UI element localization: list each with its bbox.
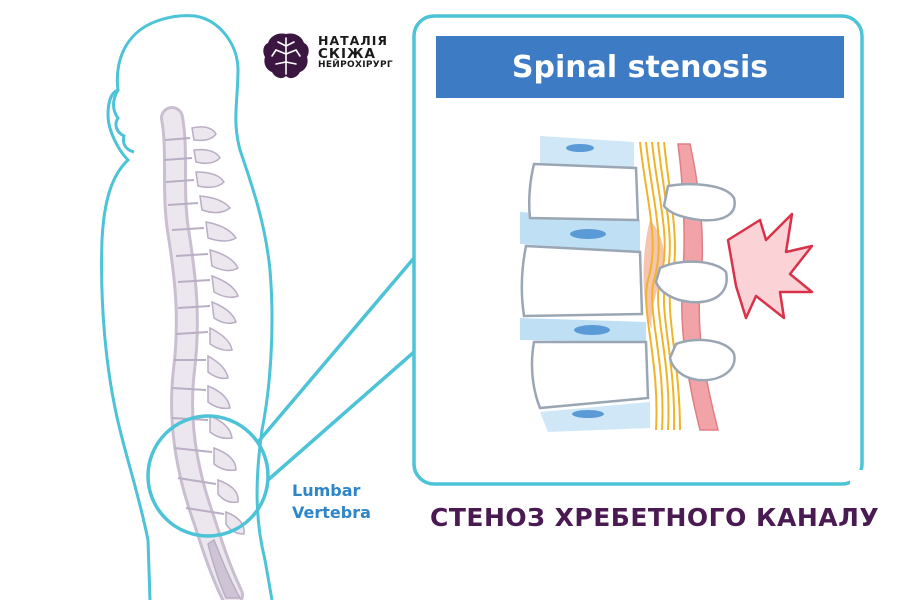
lumbar-label-line1: Lumbar (292, 481, 361, 500)
zoom-connector-top (256, 256, 416, 444)
zoom-connector-bottom (266, 350, 416, 482)
brain-icon (263, 33, 309, 79)
brand-text: НАТАЛІЯ СКІЖА НЕЙРОХІРУРГ (318, 32, 393, 71)
body-outline-front (112, 89, 135, 154)
brand-first-name: НАТАЛІЯ (318, 32, 388, 48)
lumbar-vertebra-label: Lumbar Vertebra (292, 480, 371, 523)
brand-logo: НАТАЛІЯ СКІЖА НЕЙРОХІРУРГ (262, 26, 393, 78)
diagram-title: Spinal stenosis (511, 49, 769, 85)
brand-last-name: СКІЖА (318, 45, 376, 62)
spine-column (160, 106, 245, 600)
stenosis-illustration (520, 136, 814, 432)
caption-text: СТЕНОЗ ХРЕБЕТНОГО КАНАЛУ (430, 503, 880, 532)
lumbar-label-line2: Vertebra (292, 502, 371, 522)
brand-profession: НЕЙРОХІРУРГ (318, 59, 393, 70)
lumbar-zoom-circle (146, 414, 270, 538)
brand-icon-spacer (262, 26, 310, 78)
frame-fade (850, 470, 900, 490)
pain-burst-icon (726, 212, 814, 320)
body-outline (100, 14, 274, 600)
title-banner: Spinal stenosis (436, 36, 844, 98)
